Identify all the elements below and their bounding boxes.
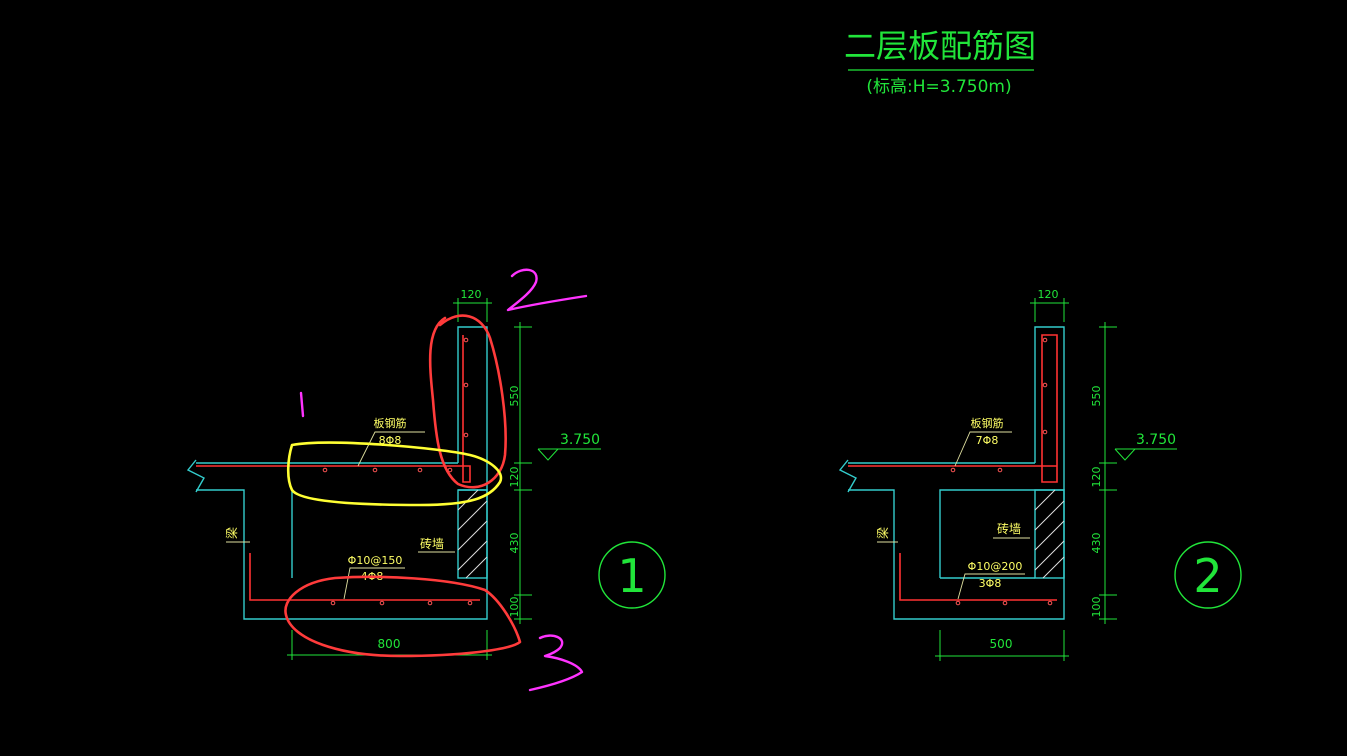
section-1-rebar-dots: [322, 337, 473, 606]
markup-red-loop-upstand: [428, 314, 507, 489]
markup-red-loop-bottom: [284, 575, 522, 658]
hand-markups: [284, 268, 588, 692]
section-2-dim-top: 120: [1038, 288, 1059, 301]
section-1-rebar: [196, 335, 480, 601]
section-2-outline: [838, 326, 1065, 620]
section-1: 120 550 120 430 100 800 3.750 板钢筋 8Φ8 梁 …: [186, 288, 666, 660]
section-2-dim-550: 550: [1090, 386, 1103, 407]
section-2-brick-hatch: [1034, 489, 1065, 579]
section-1-dim-100: 100: [508, 597, 521, 618]
section-2-dim-120: 120: [1090, 467, 1103, 488]
markup-number-2: [506, 268, 588, 312]
section-1-elevation: 3.750: [560, 432, 600, 448]
section-2-dim-width: 500: [990, 637, 1013, 651]
section-2-rebar-dots: [950, 337, 1053, 606]
title-main: 二层板配筋图: [844, 27, 1036, 65]
markup-number-1: [299, 391, 305, 418]
section-1-label-brick-wall: 砖墙: [420, 536, 444, 551]
section-2-number-circle: [1174, 541, 1242, 609]
section-1-dim-width: 800: [378, 637, 401, 651]
section-2-leaders: [877, 431, 1030, 600]
markup-number-3: [528, 634, 584, 692]
section-2-rebar: [848, 334, 1058, 601]
section-1-number-circle: [598, 541, 666, 609]
section-1-dim-120: 120: [508, 467, 521, 488]
section-2: 120 550 120 430 100 500 3.750 板钢筋 7Φ8 梁 …: [838, 288, 1242, 661]
section-2-label-bottom-rebar: Φ10@200: [968, 560, 1023, 573]
section-1-label-beam: 梁: [224, 527, 239, 539]
section-2-dimensions: [935, 298, 1177, 661]
title-sub: (标高:H=3.750m): [866, 77, 1011, 97]
section-1-leaders: [226, 431, 455, 600]
section-2-label-slab-rebar-spec: 7Φ8: [976, 434, 999, 447]
drawing-title: 二层板配筋图 (标高:H=3.750m): [844, 27, 1036, 97]
section-1-brick-hatch: [457, 489, 488, 579]
section-2-number: 2: [1193, 549, 1222, 603]
section-1-dim-550: 550: [508, 386, 521, 407]
section-1-number: 1: [617, 549, 646, 603]
section-2-elevation: 3.750: [1136, 432, 1176, 448]
markup-yellow-loop-slab: [286, 441, 503, 507]
section-1-label-bottom-rebar: Φ10@150: [348, 554, 403, 567]
section-2-label-slab-rebar: 板钢筋: [971, 416, 1004, 430]
section-2-label-bottom-rebar-spec: 3Φ8: [979, 577, 1002, 590]
section-2-label-beam: 梁: [875, 527, 890, 539]
section-1-outline: [186, 326, 488, 620]
section-1-dim-430: 430: [508, 533, 521, 554]
section-1-dim-top: 120: [461, 288, 482, 301]
section-2-dim-430: 430: [1090, 533, 1103, 554]
section-2-dim-100: 100: [1090, 597, 1103, 618]
section-1-label-slab-rebar: 板钢筋: [374, 416, 407, 430]
section-1-dimensions: [287, 298, 601, 660]
section-2-label-brick-wall: 砖墙: [997, 521, 1021, 536]
